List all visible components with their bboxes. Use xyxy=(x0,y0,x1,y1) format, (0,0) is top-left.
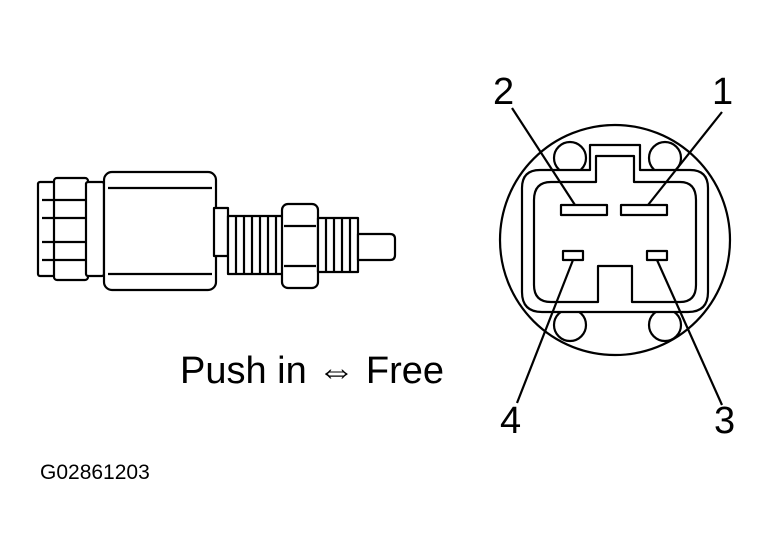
connector-cavity xyxy=(532,154,698,304)
figure-code: G02861203 xyxy=(40,461,150,484)
connector-cap xyxy=(36,176,106,282)
switch-neck xyxy=(212,206,230,258)
pin-3-terminal xyxy=(645,249,669,262)
mount-hole-bottom-right xyxy=(647,307,683,343)
pin-1-terminal xyxy=(619,203,669,217)
pin-label-3: 3 xyxy=(714,400,736,442)
threaded-shaft-outer xyxy=(316,216,360,274)
leader-line-1 xyxy=(647,111,723,206)
threaded-shaft xyxy=(226,214,288,276)
pin-label-4: 4 xyxy=(500,400,522,442)
pin-2-terminal xyxy=(559,203,609,217)
pin-label-1: 1 xyxy=(712,71,734,113)
leader-line-2 xyxy=(511,107,576,206)
leader-line-3 xyxy=(655,259,724,406)
pin-label-2: 2 xyxy=(493,71,515,113)
pin-leader-lines xyxy=(511,107,724,406)
leader-line-4 xyxy=(515,259,575,404)
mount-hole-bottom-left xyxy=(552,307,588,343)
connector-face-view xyxy=(498,123,732,357)
pin-4-terminal xyxy=(561,249,585,262)
lock-nut xyxy=(280,202,320,290)
action-caption: Push in ⇔ Free xyxy=(180,350,444,392)
switch-side-view xyxy=(36,170,397,292)
plunger xyxy=(356,232,397,262)
switch-body xyxy=(102,170,218,292)
